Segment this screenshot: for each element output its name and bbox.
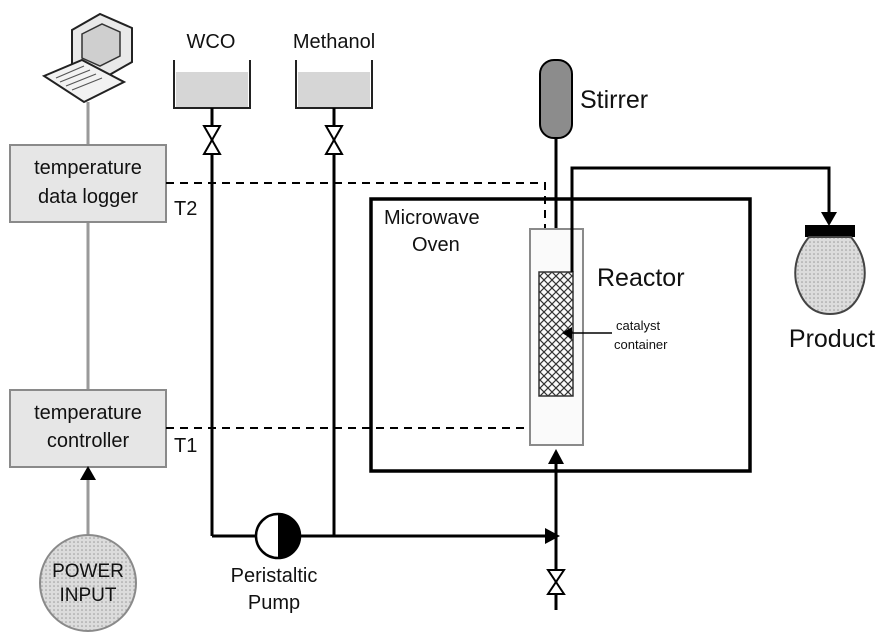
valve-icon	[324, 125, 344, 155]
pump-icon	[254, 512, 302, 560]
oven-label-line1: Microwave	[384, 207, 480, 229]
logger-label-line2: data logger	[38, 186, 138, 208]
computer-icon	[41, 12, 133, 104]
catalyst-label-line1: catalyst	[616, 318, 660, 333]
reactor-label: Reactor	[597, 264, 685, 292]
t2-label: T2	[174, 198, 197, 220]
pump-outlet-arrow	[545, 528, 560, 544]
pump-label-line2: Pump	[248, 592, 300, 614]
product-label: Product	[789, 325, 875, 353]
oven-label-line2: Oven	[412, 234, 460, 256]
power-label-line1: POWER	[52, 561, 124, 582]
t1-label: T1	[174, 435, 197, 457]
microwave-oven: Microwave Oven	[369, 197, 752, 473]
power-arrow-head	[80, 466, 96, 480]
temperature-controller: temperature controller	[9, 389, 167, 468]
product-outlet-arrow	[821, 212, 837, 226]
valve-icon	[546, 569, 566, 595]
methanol-tank: Methanol	[293, 31, 375, 109]
power-input: POWER INPUT	[39, 534, 137, 632]
logger-label-line1: temperature	[34, 157, 142, 179]
controller-label-line1: temperature	[34, 402, 142, 424]
wco-tank: WCO	[173, 31, 251, 109]
pump-label-line1: Peristaltic	[231, 565, 318, 587]
reactor-feed-arrow	[548, 449, 564, 464]
power-label-line2: INPUT	[60, 585, 117, 606]
valve-icon	[202, 125, 222, 155]
methanol-label: Methanol	[293, 31, 375, 53]
wco-label: WCO	[187, 31, 236, 53]
controller-label-line2: controller	[47, 430, 130, 452]
product-outlet-line	[570, 166, 831, 272]
temperature-data-logger: temperature data logger	[9, 144, 167, 223]
stirrer: Stirrer	[539, 59, 648, 272]
product-vessel: Product	[789, 225, 875, 353]
catalyst-pointer-arrow	[562, 327, 572, 339]
t2-thermocouple-line	[166, 182, 546, 243]
stirrer-label: Stirrer	[580, 86, 648, 114]
catalyst-label-line2: container	[614, 337, 668, 352]
